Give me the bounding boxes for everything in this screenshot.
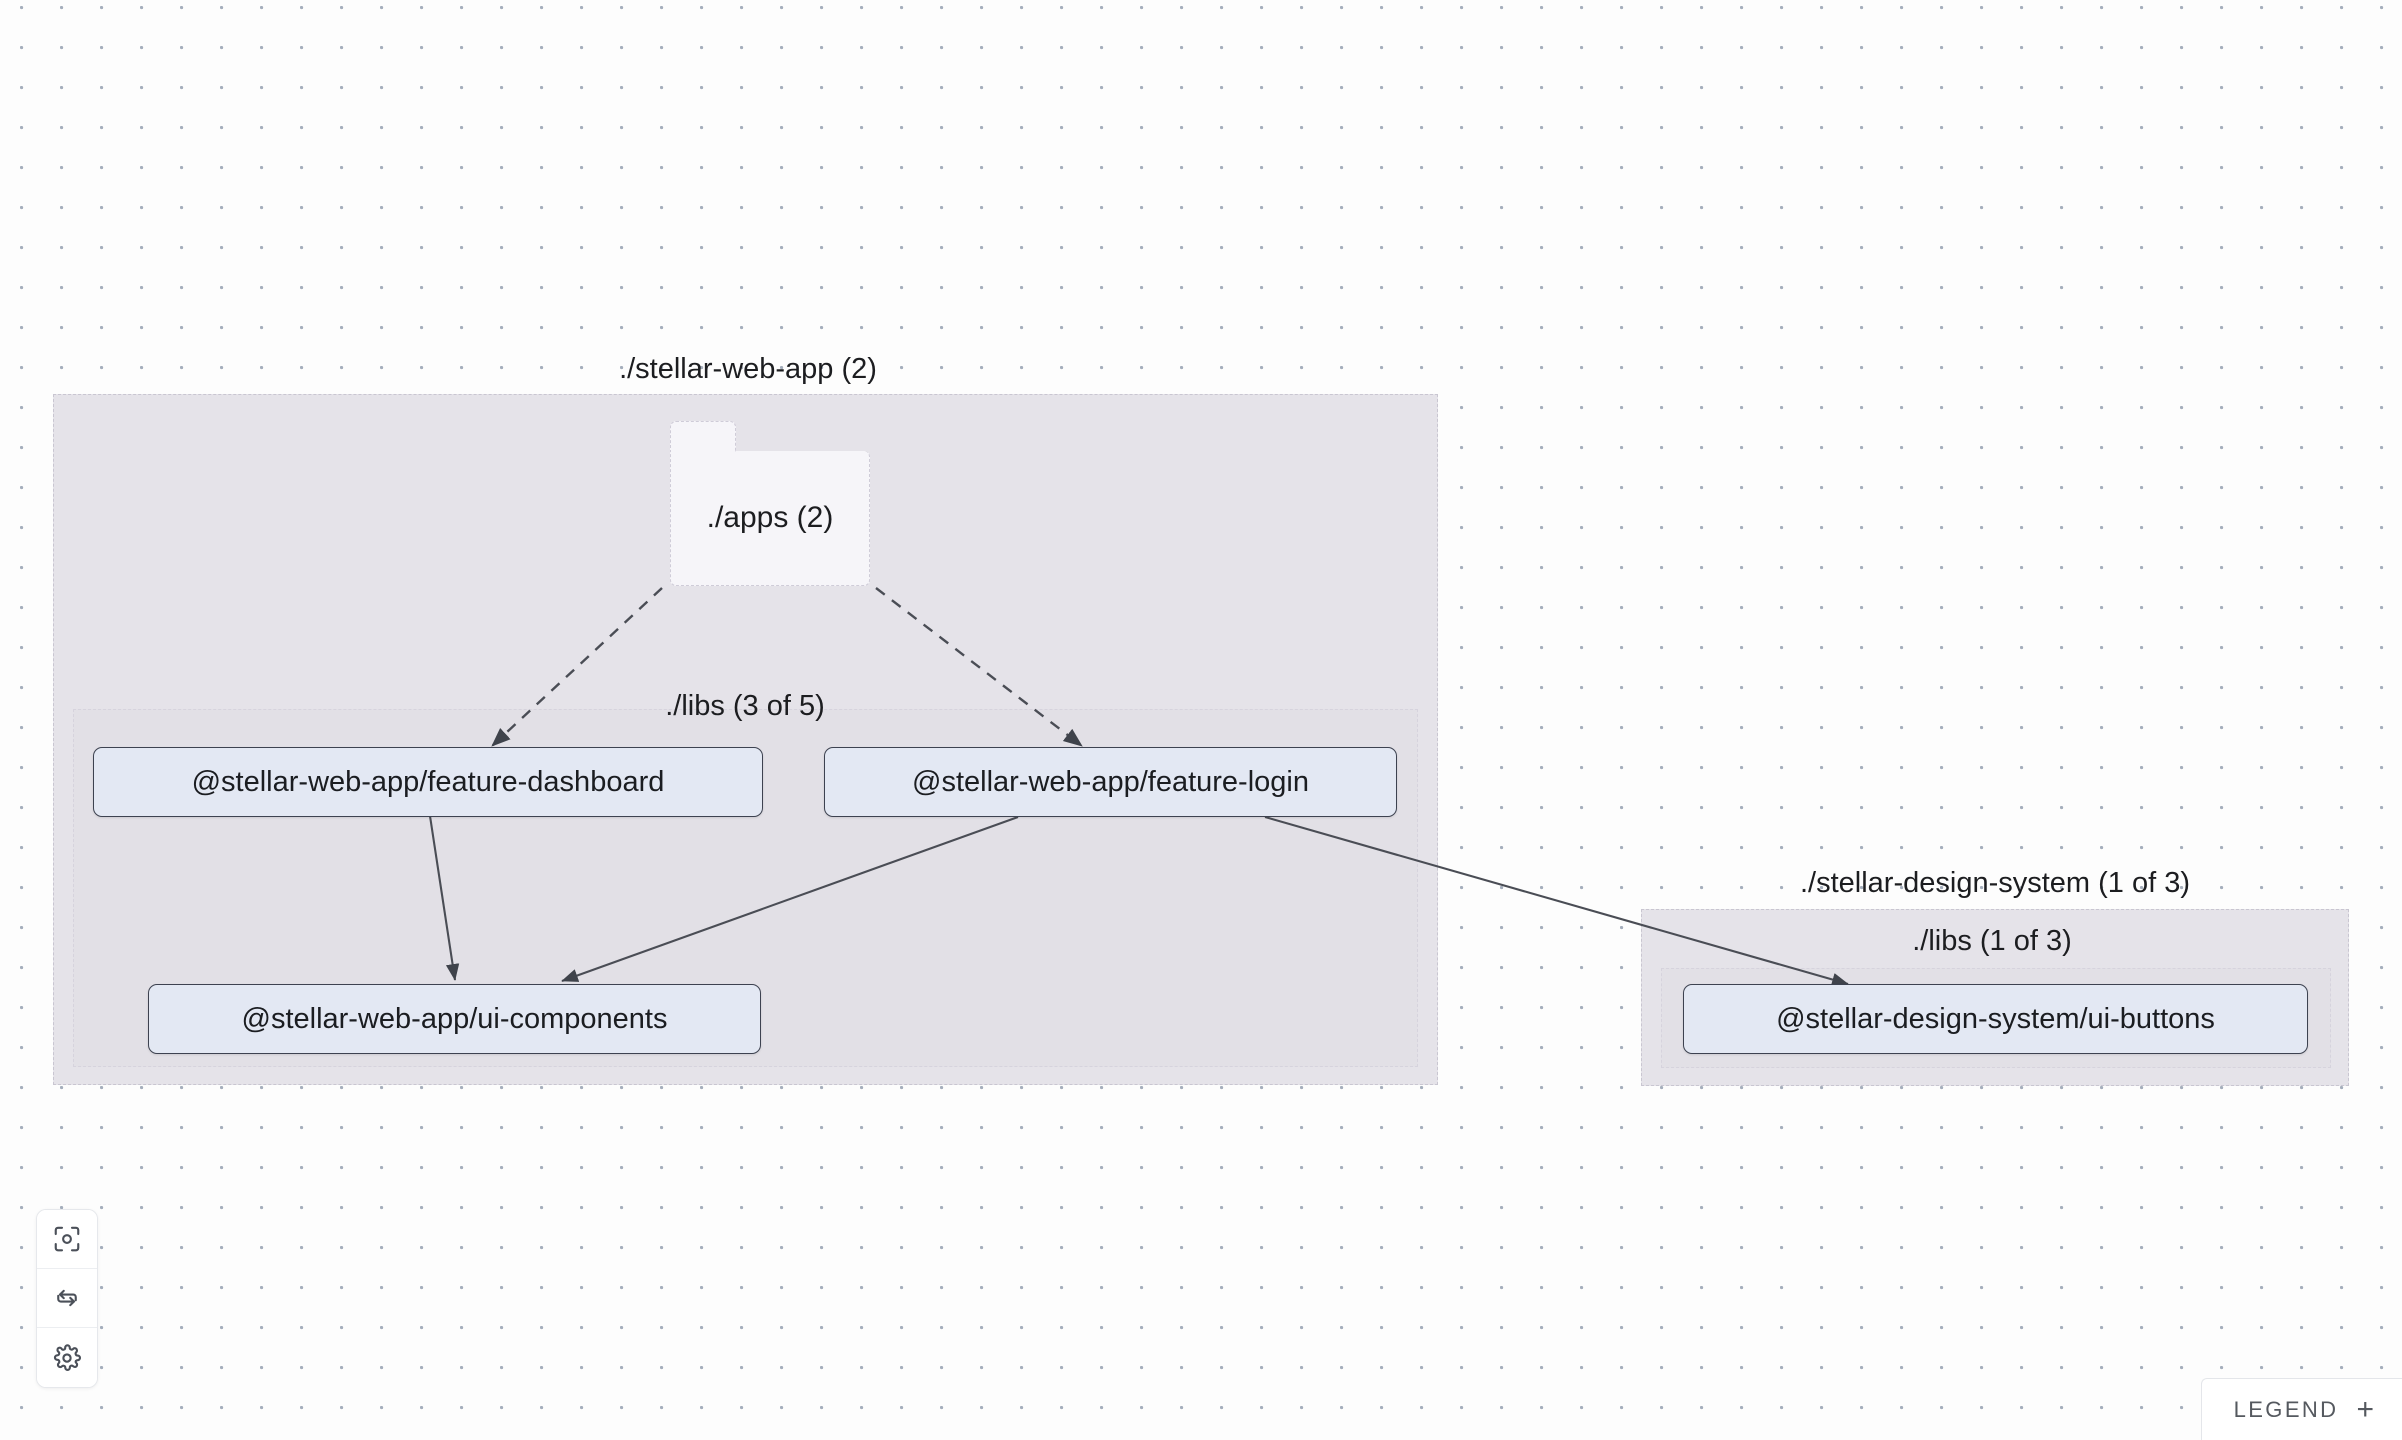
focus-graph-button[interactable]	[37, 1210, 97, 1269]
canvas-controls[interactable]	[36, 1209, 98, 1388]
legend-toggle-button[interactable]: LEGEND +	[2200, 1378, 2402, 1440]
folder-node-apps[interactable]: ./apps (2)	[669, 421, 870, 586]
node-label-feature-dashboard: @stellar-web-app/feature-dashboard	[191, 765, 665, 798]
node-label-feature-login: @stellar-web-app/feature-login	[912, 765, 1309, 798]
node-label-ui-buttons: @stellar-design-system/ui-buttons	[1776, 1002, 2215, 1035]
settings-button[interactable]	[37, 1328, 97, 1387]
focus-target-icon	[52, 1224, 82, 1254]
refresh-icon	[52, 1283, 82, 1313]
folder-node-label: ./apps (2)	[706, 501, 834, 534]
node-ui-components[interactable]: @stellar-web-app/ui-components	[148, 984, 761, 1054]
group-label-stellar-web-app-libs: ./libs (3 of 5)	[665, 690, 825, 722]
group-stellar-design-system-libs[interactable]	[1661, 968, 2331, 1068]
folder-tab-icon	[669, 421, 736, 455]
refresh-button[interactable]	[37, 1269, 97, 1328]
plus-icon: +	[2356, 1392, 2374, 1426]
node-feature-dashboard[interactable]: @stellar-web-app/feature-dashboard	[93, 747, 763, 817]
node-ui-buttons[interactable]: @stellar-design-system/ui-buttons	[1683, 984, 2308, 1054]
group-label-stellar-design-system-libs: ./libs (1 of 3)	[1912, 925, 2072, 957]
legend-label: LEGEND	[2233, 1396, 2339, 1422]
node-label-ui-components: @stellar-web-app/ui-components	[241, 1002, 668, 1035]
gear-icon	[52, 1343, 82, 1373]
group-label-stellar-design-system: ./stellar-design-system (1 of 3)	[1799, 867, 2191, 899]
node-feature-login[interactable]: @stellar-web-app/feature-login	[824, 747, 1397, 817]
group-label-stellar-web-app: ./stellar-web-app (2)	[619, 353, 877, 385]
